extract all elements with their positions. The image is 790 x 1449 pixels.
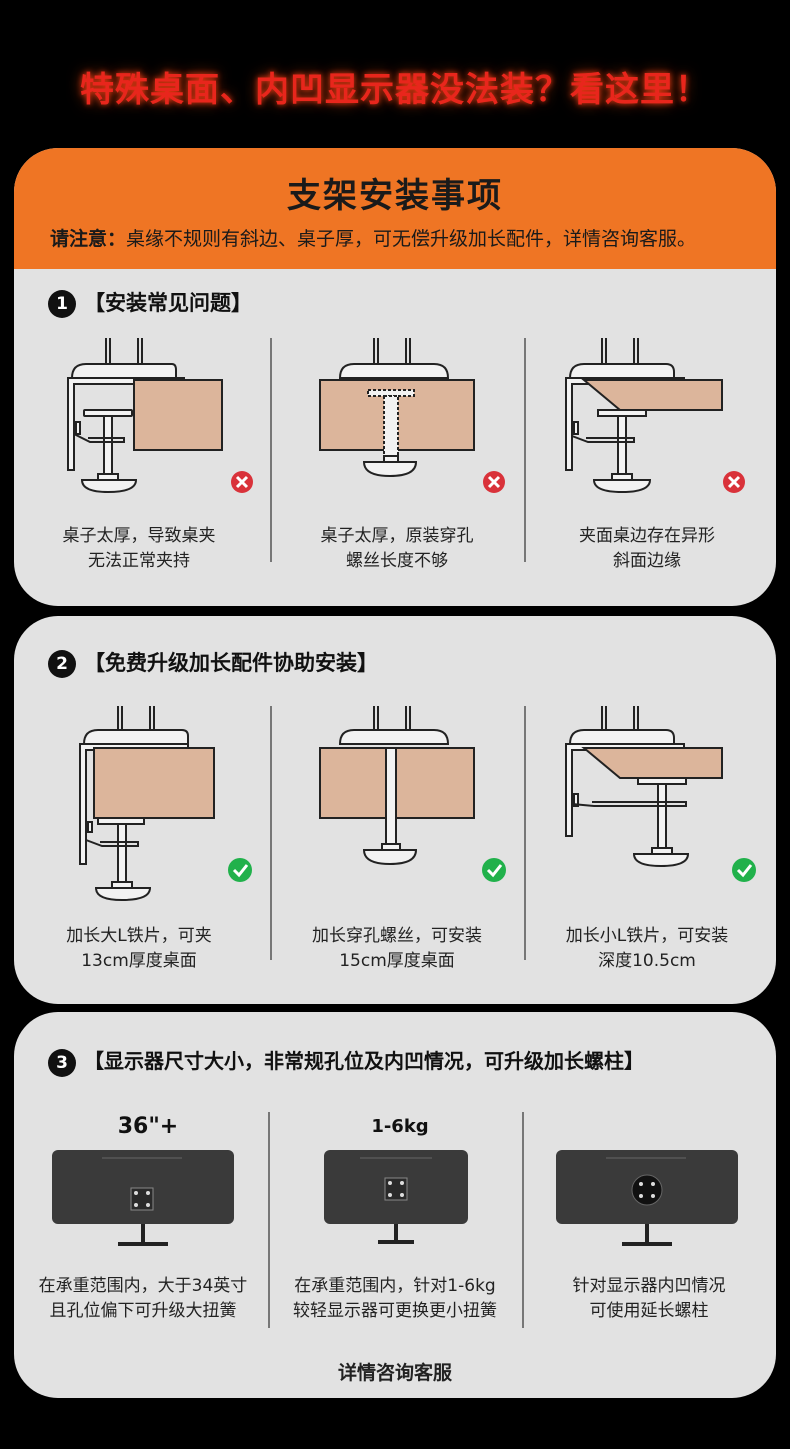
caption-line: 螺丝长度不够 xyxy=(346,551,448,571)
monitor-size-card: 3 【显示器尺寸大小，非常规孔位及内凹情况，可升级加长螺柱】 36"+ 1-6kg… xyxy=(14,1012,776,1398)
section-number: 2 xyxy=(48,650,76,678)
notice-text: 请注意：桌缘不规则有斜边、桌子厚，可无偿升级加长配件，详情咨询客服。 xyxy=(50,224,696,251)
column-divider xyxy=(270,706,272,960)
caption-line: 夹面桌边存在异形 xyxy=(579,526,715,546)
long-small-l-plate-illustration xyxy=(565,706,756,882)
caption-line: 且孔位偏下可升级大扭簧 xyxy=(49,1301,237,1321)
section-title-common-problems: 1 【安装常见问题】 xyxy=(48,287,252,318)
caption-line: 桌子太厚，原装穿孔 xyxy=(320,526,474,546)
monitor-caption-1: 在承重范围内，大于34英寸且孔位偏下可升级大扭簧 xyxy=(18,1274,268,1324)
caption-line: 加长穿孔螺丝，可安装 xyxy=(312,926,482,946)
upgrade-caption-3: 加长小L铁片，可安装深度10.5cm xyxy=(522,924,772,974)
column-divider xyxy=(522,1112,524,1328)
column-divider xyxy=(524,338,526,562)
card-title: 支架安装事项 xyxy=(287,176,503,216)
screw-too-short-illustration xyxy=(319,338,505,493)
caption-line: 深度10.5cm xyxy=(598,951,696,971)
page-headline: 特殊桌面、内凹显示器没法装？看这里！ xyxy=(80,70,710,110)
large-monitor-illustration xyxy=(52,1150,234,1246)
caption-line: 加长小L铁片，可安装 xyxy=(565,926,729,946)
long-large-l-plate-illustration xyxy=(79,706,252,902)
caption-line: 无法正常夹持 xyxy=(88,551,190,571)
column-divider xyxy=(270,338,272,562)
section-title-monitor: 3 【显示器尺寸大小，非常规孔位及内凹情况，可升级加长螺柱】 xyxy=(48,1045,644,1077)
caption-line: 15cm厚度桌面 xyxy=(339,951,455,971)
card-header: 支架安装事项 请注意：桌缘不规则有斜边、桌子厚，可无偿升级加长配件，详情咨询客服… xyxy=(14,148,776,269)
monitor-caption-3: 针对显示器内凹情况可使用延长螺柱 xyxy=(524,1274,774,1324)
contact-service-link[interactable]: 详情咨询客服 xyxy=(337,1362,452,1384)
section-label: 【免费升级加长配件协助安装】 xyxy=(84,651,378,675)
section-number: 1 xyxy=(48,290,76,318)
monitor-size-label: 36"+ xyxy=(117,1114,179,1139)
notice-body: 桌缘不规则有斜边、桌子厚，可无偿升级加长配件，详情咨询客服。 xyxy=(126,228,697,250)
column-divider xyxy=(268,1112,270,1328)
column-divider xyxy=(524,706,526,960)
section-number: 3 xyxy=(48,1048,76,1077)
recessed-monitor-illustration xyxy=(556,1150,738,1246)
caption-line: 较轻显示器可更换更小扭簧 xyxy=(293,1301,497,1321)
upgrade-parts-card: 2 【免费升级加长配件协助安装】 xyxy=(14,616,776,1004)
problem-caption-1: 桌子太厚，导致桌夹无法正常夹持 xyxy=(14,524,264,574)
beveled-edge-illustration xyxy=(565,338,745,494)
monitor-weight-label: 1-6kg xyxy=(371,1116,429,1137)
caption-line: 桌子太厚，导致桌夹 xyxy=(62,526,216,546)
caption-line: 加长大L铁片，可夹 xyxy=(66,926,212,946)
problem-caption-3: 夹面桌边存在异形斜面边缘 xyxy=(522,524,772,574)
monitor-caption-2: 在承重范围内，针对1-6kg 较轻显示器可更换更小扭簧 xyxy=(270,1274,520,1324)
section-label: 【安装常见问题】 xyxy=(84,291,252,315)
caption-line: 斜面边缘 xyxy=(613,551,681,571)
small-monitor-illustration xyxy=(324,1150,468,1244)
notice-label: 请注意： xyxy=(50,228,127,250)
clamp-too-thick-illustration xyxy=(67,338,253,494)
caption-line: 针对显示器内凹情况 xyxy=(572,1276,726,1296)
upgrade-caption-2: 加长穿孔螺丝，可安装 15cm厚度桌面 xyxy=(272,924,522,974)
install-notes-card: 支架安装事项 请注意：桌缘不规则有斜边、桌子厚，可无偿升级加长配件，详情咨询客服… xyxy=(14,148,776,606)
problem-caption-2: 桌子太厚，原装穿孔螺丝长度不够 xyxy=(272,524,522,574)
caption-line: 可使用延长螺柱 xyxy=(589,1301,709,1321)
section-title-upgrade: 2 【免费升级加长配件协助安装】 xyxy=(48,647,378,678)
long-screw-illustration xyxy=(319,706,506,882)
caption-line: 13cm厚度桌面 xyxy=(81,951,197,971)
caption-line: 在承重范围内，大于34英寸 xyxy=(38,1276,248,1296)
upgrade-caption-1: 加长大L铁片，可夹 13cm厚度桌面 xyxy=(14,924,264,974)
caption-line: 在承重范围内，针对1-6kg xyxy=(294,1276,496,1296)
section-label: 【显示器尺寸大小，非常规孔位及内凹情况，可升级加长螺柱】 xyxy=(84,1049,644,1073)
